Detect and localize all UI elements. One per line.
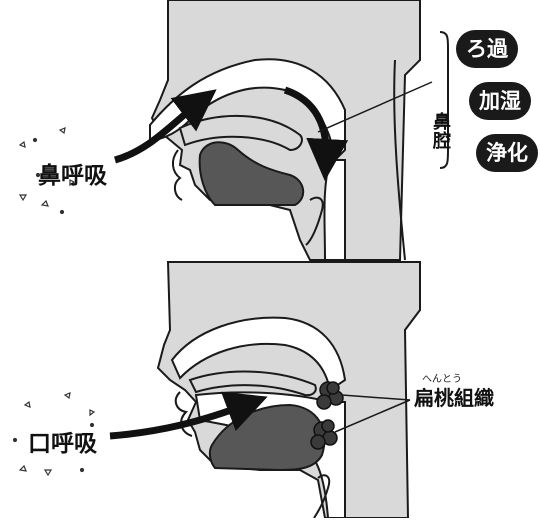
function-filtering: ろ過	[456, 30, 518, 68]
function-humidify: 加湿	[469, 82, 531, 120]
tonsil-tissue-label: 扁桃組織	[414, 382, 494, 411]
tonsil-upper	[317, 382, 343, 409]
nasal-cavity-label: 鼻腔	[427, 112, 453, 150]
mouth-breathing-label: 口呼吸	[28, 424, 97, 458]
throat	[324, 160, 345, 260]
function-purify: 浄化	[476, 134, 538, 172]
nose-breathing-label: 鼻呼吸	[38, 156, 107, 190]
bottom-lips	[176, 392, 192, 436]
